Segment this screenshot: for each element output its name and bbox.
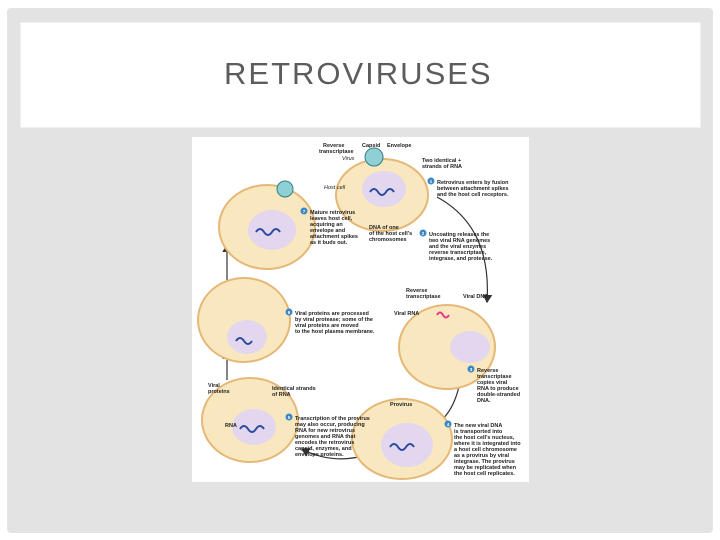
step-6-number: 6 bbox=[288, 310, 291, 315]
step-5-line-5: encodes the retrovirus bbox=[295, 440, 354, 446]
label-dna-host-1: DNA of one bbox=[369, 225, 399, 231]
label-provirus: Provirus bbox=[390, 402, 412, 408]
step-4-line-8: may be replicated when bbox=[454, 465, 517, 471]
step-2-number: 2 bbox=[422, 231, 425, 236]
step-7-line-2: leaves host cell, bbox=[310, 216, 353, 222]
label-reverse-transcriptase-mid-1: Reverse bbox=[406, 288, 427, 294]
step-7-line-4: envelope and bbox=[310, 228, 345, 234]
label-two-identical-2: strands of RNA bbox=[422, 164, 462, 170]
step-3-line-1: Reverse bbox=[477, 368, 498, 374]
label-identical-strands-1: Identical strands bbox=[272, 386, 316, 392]
step-7: 7 Mature retrovirus leaves host cell, ac… bbox=[300, 207, 358, 246]
cell-protein-processing bbox=[197, 277, 291, 363]
step-3-line-6: DNA. bbox=[477, 398, 491, 404]
cell-host-entry bbox=[335, 147, 429, 232]
label-envelope: Envelope bbox=[387, 143, 411, 149]
step-1-marker bbox=[427, 177, 435, 185]
label-viral-dna: Viral DNA bbox=[463, 294, 488, 300]
step-6-line-4: to the host plasma membrane. bbox=[295, 329, 375, 335]
step-1-line-3: and the host cell receptors. bbox=[437, 192, 509, 198]
label-viral-proteins-1: Viral bbox=[208, 383, 220, 389]
step-4: 4 The new viral DNA is transported into … bbox=[444, 420, 521, 477]
cell-provirus bbox=[351, 398, 453, 480]
cell-transcription bbox=[201, 377, 299, 463]
step-3: 3 Reverse transcriptase copies viral RNA… bbox=[467, 365, 520, 404]
step-2-line-5: integrase, and protease. bbox=[429, 256, 493, 262]
step-3-line-3: copies viral bbox=[477, 380, 508, 386]
step-5-line-4: genomes and RNA that bbox=[295, 434, 355, 440]
step-4-line-7: integrase. The provirus bbox=[454, 459, 515, 465]
label-host-cell: Host cell bbox=[324, 185, 346, 191]
step-4-line-9: the host cell replicates. bbox=[454, 471, 515, 477]
step-2-line-4: reverse transcriptase, bbox=[429, 250, 487, 256]
step-3-number: 3 bbox=[470, 367, 473, 372]
step-5-line-6: capsid, enzymes, and bbox=[295, 446, 352, 452]
step-4-line-2: is transported into bbox=[454, 429, 503, 435]
step-2-line-3: and the viral enzymes bbox=[429, 244, 486, 250]
step-5-line-7: envelope proteins. bbox=[295, 452, 344, 458]
step-5-line-1: Transcription of the provirus bbox=[295, 416, 370, 422]
step-2-marker bbox=[419, 229, 427, 237]
step-5-line-3: RNA for new retrovirus bbox=[295, 428, 355, 434]
step-1-number: 1 bbox=[430, 179, 433, 184]
title-box bbox=[20, 22, 701, 128]
label-reverse-transcriptase-top-1: Reverse bbox=[323, 143, 344, 149]
step-5-number: 5 bbox=[288, 415, 291, 420]
step-6-line-3: viral proteins are moved bbox=[295, 323, 359, 329]
label-capsid: Capsid bbox=[362, 143, 380, 149]
step-3-marker bbox=[467, 365, 475, 373]
step-3-line-4: RNA to produce bbox=[477, 386, 519, 392]
step-3-line-2: transcriptase bbox=[477, 374, 512, 380]
step-6-line-2: by viral protease; some of the bbox=[295, 317, 373, 323]
step-2-line-1: Uncoating releases the bbox=[429, 232, 489, 238]
step-5-marker bbox=[285, 413, 293, 421]
label-viral-proteins-2: proteins bbox=[208, 389, 230, 395]
step-5-line-2: may also occur, producing bbox=[295, 422, 365, 428]
step-4-line-6: as a provirus by viral bbox=[454, 453, 509, 459]
step-6-line-1: Viral proteins are processed bbox=[295, 311, 369, 317]
step-7-marker bbox=[300, 207, 308, 215]
step-4-number: 4 bbox=[447, 422, 450, 427]
retrovirus-life-cycle-diagram: Reverse transcriptase Capsid Envelope Vi… bbox=[192, 137, 529, 482]
cycle-arrow-1-2 bbox=[436, 196, 493, 304]
diagram-svg: Reverse transcriptase Capsid Envelope Vi… bbox=[197, 143, 521, 480]
step-4-line-5: a host cell chromosome bbox=[454, 447, 517, 453]
step-6-marker bbox=[285, 308, 293, 316]
label-dna-host-3: chromosomes bbox=[369, 237, 407, 243]
step-7-line-5: attachment spikes bbox=[310, 234, 358, 240]
step-1-line-2: between attachment spikes bbox=[437, 186, 509, 192]
step-7-line-3: acquiring an bbox=[310, 222, 343, 228]
step-4-marker bbox=[444, 420, 452, 428]
step-4-line-4: where it is integrated into bbox=[453, 441, 521, 447]
step-7-line-6: as it buds out. bbox=[310, 240, 348, 246]
step-7-number: 7 bbox=[303, 209, 306, 214]
step-1-line-1: Retrovirus enters by fusion bbox=[437, 180, 509, 186]
cell-mature-virus bbox=[218, 180, 316, 270]
step-4-line-1: The new viral DNA bbox=[454, 423, 502, 429]
label-rna: RNA bbox=[225, 423, 237, 429]
step-5: 5 Transcription of the provirus may also… bbox=[285, 413, 370, 458]
step-2-line-2: two viral RNA genomes bbox=[429, 238, 490, 244]
label-identical-strands-2: of RNA bbox=[272, 392, 291, 398]
label-virus: Virus bbox=[342, 156, 355, 162]
label-reverse-transcriptase-mid-2: transcriptase bbox=[406, 294, 441, 300]
label-viral-rna: Viral RNA bbox=[394, 311, 419, 317]
step-6: 6 Viral proteins are processed by viral … bbox=[285, 308, 375, 335]
label-reverse-transcriptase-top-2: transcriptase bbox=[319, 149, 354, 155]
step-4-line-3: the host cell's nucleus, bbox=[454, 435, 515, 441]
step-2: 2 Uncoating releases the two viral RNA g… bbox=[419, 229, 493, 262]
step-3-line-5: double-stranded bbox=[477, 392, 520, 398]
label-dna-host-2: of the host cell's bbox=[369, 231, 412, 237]
step-1: 1 Retrovirus enters by fusion between at… bbox=[427, 177, 509, 198]
slide-title: RETROVIRUSES bbox=[224, 56, 493, 91]
label-two-identical-1: Two identical + bbox=[422, 158, 461, 164]
step-7-line-1: Mature retrovirus bbox=[310, 210, 355, 216]
